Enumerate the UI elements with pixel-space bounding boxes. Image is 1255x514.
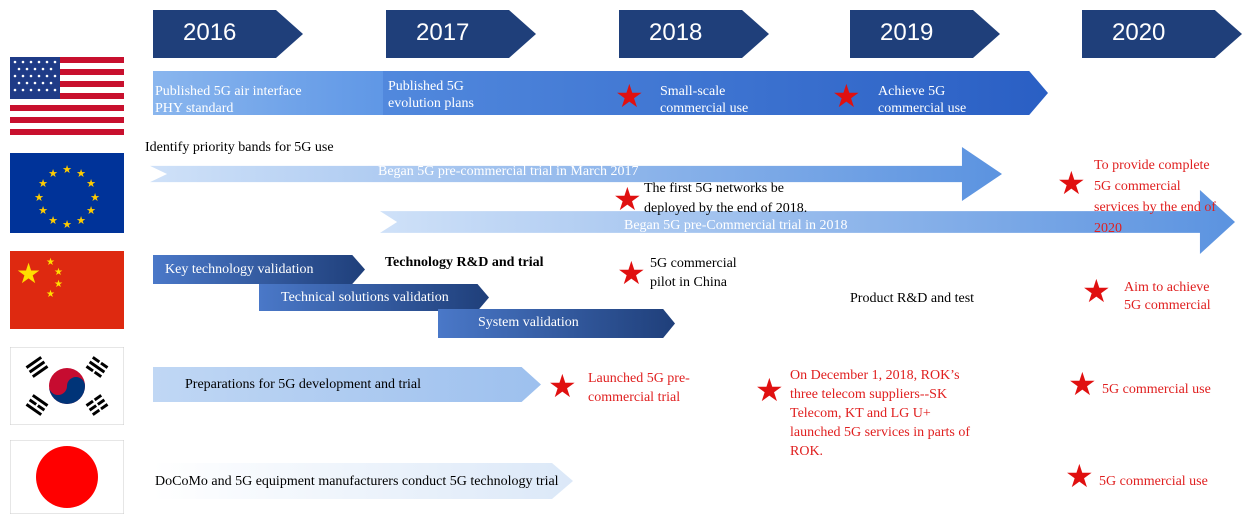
svg-text:★: ★ xyxy=(16,257,41,290)
china-system-validation-text: System validation xyxy=(478,315,579,330)
eu-trial-2017-text: Began 5G pre-commercial trial in March 2… xyxy=(378,164,639,179)
eu-goal-text-1: To provide complete xyxy=(1094,158,1210,173)
eu-goal-text-3: services by the end of xyxy=(1094,200,1217,215)
usa-2016-segment xyxy=(153,71,383,115)
usa-2018-text-1: Small-scale xyxy=(660,84,726,99)
star-icon: ★ xyxy=(615,77,644,115)
korea-december-text-2: three telecom suppliers--SK xyxy=(790,387,948,402)
year-arrow-2020: 2020 xyxy=(1082,10,1242,58)
usa-2019-text-1: Achieve 5G xyxy=(878,84,946,99)
star-icon: ★ xyxy=(832,77,861,115)
svg-text:★: ★ xyxy=(90,191,100,204)
japan-trial-text: DoCoMo and 5G equipment manufacturers co… xyxy=(155,474,559,489)
eu-flag: ★★★★ ★★★★ ★★★★ xyxy=(10,153,124,233)
china-technical-validation-arrow xyxy=(259,284,489,311)
star-icon: ★ xyxy=(613,180,642,218)
svg-text:★: ★ xyxy=(86,177,96,190)
korea-launch-text-2: commercial trial xyxy=(588,390,681,405)
korea-december-text-5: ROK. xyxy=(790,444,824,459)
usa-2016-text-2: PHY standard xyxy=(155,101,234,116)
china-flag: ★ ★ ★ ★ ★ xyxy=(10,251,124,329)
korea-launch-text-1: Launched 5G pre- xyxy=(588,371,690,386)
svg-text:★: ★ xyxy=(54,279,63,290)
eu-first-networks-text-2: deployed by the end of 2018. xyxy=(644,201,808,216)
year-label: 2017 xyxy=(416,19,470,46)
korea-december-text-3: Telecom, KT and LG U+ xyxy=(790,406,931,421)
china-pilot-text-1: 5G commercial xyxy=(650,256,737,271)
korea-commercial-text: 5G commercial use xyxy=(1102,382,1211,397)
eu-goal-text-2: 5G commercial xyxy=(1094,179,1181,194)
star-icon: ★ xyxy=(1065,457,1094,495)
korea-preparations-arrow xyxy=(153,367,541,402)
usa-2017-text-1: Published 5G xyxy=(388,79,464,94)
china-product-text: Product R&D and test xyxy=(850,291,975,306)
korea-preparations-text: Preparations for 5G development and tria… xyxy=(185,377,421,392)
svg-text:★: ★ xyxy=(86,204,96,217)
eu-trial-2018-text: Began 5G pre-Commercial trial in 2018 xyxy=(624,218,848,233)
year-label: 2018 xyxy=(649,19,703,46)
year-label: 2020 xyxy=(1112,19,1166,46)
svg-text:★: ★ xyxy=(46,289,55,300)
korea-december-text-4: launched 5G services in parts of xyxy=(790,425,970,440)
usa-2019-text-2: commercial use xyxy=(878,101,967,116)
japan-commercial-text: 5G commercial use xyxy=(1099,474,1208,489)
svg-text:★: ★ xyxy=(48,167,58,180)
svg-text:★: ★ xyxy=(54,267,63,278)
china-system-validation-arrow xyxy=(438,309,675,338)
year-arrow-2019: 2019 xyxy=(850,10,1000,58)
star-icon: ★ xyxy=(617,254,646,292)
star-icon: ★ xyxy=(548,367,577,405)
usa-2018-text-2: commercial use xyxy=(660,101,749,116)
korea-december-text-1: On December 1, 2018, ROK’s xyxy=(790,368,960,383)
year-arrow-2017: 2017 xyxy=(386,10,536,58)
svg-text:★: ★ xyxy=(38,204,48,217)
japan-trial-arrow xyxy=(153,463,573,499)
star-icon: ★ xyxy=(1082,272,1111,310)
star-icon: ★ xyxy=(1057,164,1086,202)
china-technical-validation-text: Technical solutions validation xyxy=(281,290,449,305)
eu-first-networks-text-1: The first 5G networks be xyxy=(644,181,784,196)
china-pilot-text-2: pilot in China xyxy=(650,275,727,290)
china-aim-text-2: 5G commercial xyxy=(1124,298,1211,313)
svg-text:★: ★ xyxy=(62,163,72,176)
china-rnd-text: Technology R&D and trial xyxy=(385,255,544,270)
eu-identify-text: Identify priority bands for 5G use xyxy=(145,140,334,155)
svg-text:★: ★ xyxy=(48,214,58,227)
year-arrow-2016: 2016 xyxy=(153,10,303,58)
china-aim-text-1: Aim to achieve xyxy=(1124,280,1210,295)
year-label: 2016 xyxy=(183,19,237,46)
usa-2017-text-2: evolution plans xyxy=(388,96,474,111)
eu-goal-text-4: 2020 xyxy=(1094,221,1122,236)
svg-text:★: ★ xyxy=(76,214,86,227)
svg-text:★: ★ xyxy=(38,177,48,190)
svg-text:★: ★ xyxy=(62,218,72,231)
svg-text:★: ★ xyxy=(46,257,55,268)
star-icon: ★ xyxy=(755,371,784,409)
usa-flag xyxy=(10,57,124,135)
svg-text:★: ★ xyxy=(34,191,44,204)
year-arrow-2018: 2018 xyxy=(619,10,769,58)
korea-flag xyxy=(10,347,124,425)
japan-flag xyxy=(10,440,124,514)
china-key-validation-text: Key technology validation xyxy=(165,262,314,277)
usa-2016-text-1: Published 5G air interface xyxy=(155,84,302,99)
year-label: 2019 xyxy=(880,19,934,46)
svg-text:★: ★ xyxy=(76,167,86,180)
china-key-validation-arrow xyxy=(153,255,365,284)
star-icon: ★ xyxy=(1068,365,1097,403)
